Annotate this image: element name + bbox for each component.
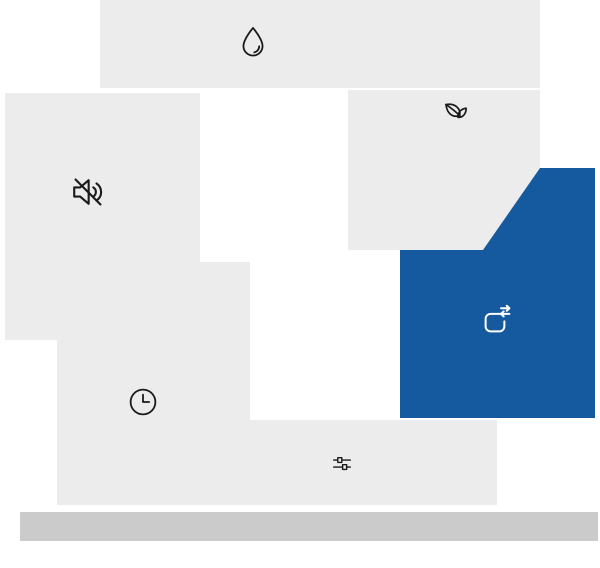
settings-tile[interactable] bbox=[57, 420, 497, 505]
mute-tile[interactable] bbox=[5, 93, 200, 340]
water-drop-icon bbox=[235, 24, 271, 60]
leaves-icon bbox=[438, 95, 472, 129]
clock-icon bbox=[125, 384, 161, 420]
speaker-muted-icon bbox=[67, 171, 109, 213]
water-tile[interactable] bbox=[100, 0, 540, 88]
sliders-icon bbox=[328, 450, 356, 478]
tap-transfer-icon bbox=[475, 302, 515, 342]
horizontal-scrollbar[interactable] bbox=[20, 512, 598, 541]
